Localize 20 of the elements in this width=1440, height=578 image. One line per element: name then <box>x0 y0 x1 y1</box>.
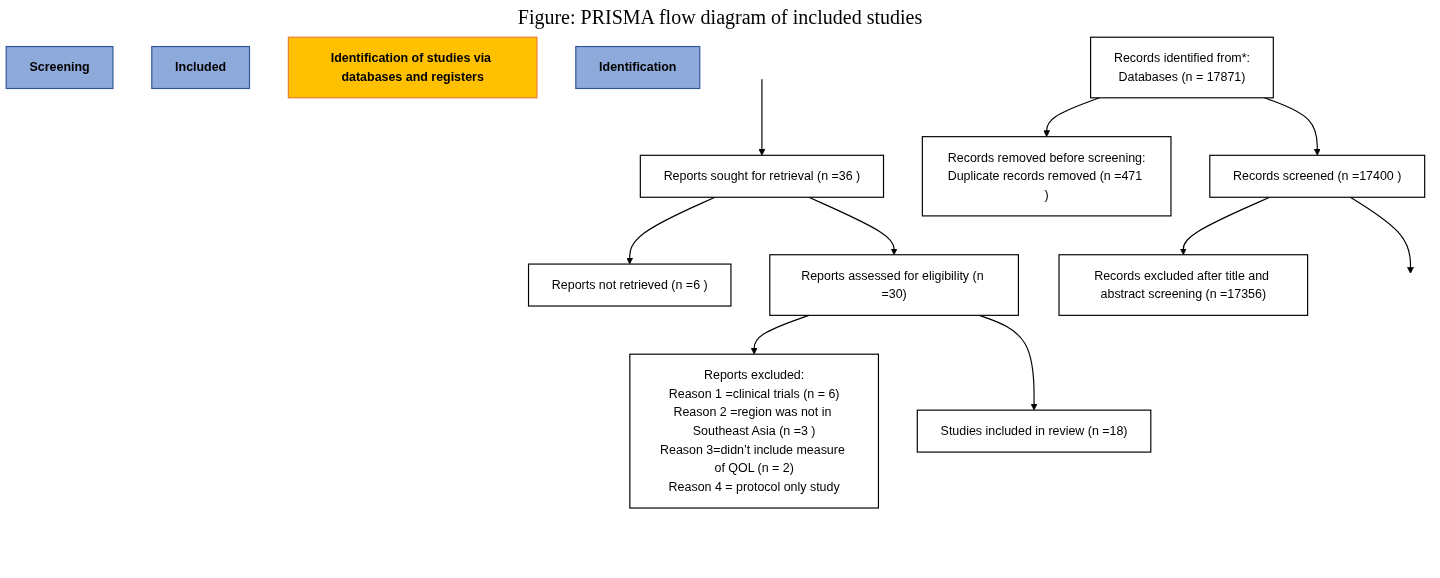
arrow <box>626 196 716 265</box>
node-box: Included <box>151 45 251 90</box>
arrow <box>1349 196 1414 274</box>
node-box: Screening <box>5 45 114 90</box>
node-box: Records excluded after title and abstract screening (n =17356) <box>1058 254 1309 316</box>
node-box: Records identified from*: Databases (n = 17871) <box>1090 36 1274 99</box>
figure-title: Figure: PRISMA flow diagram of included studies <box>516 5 924 31</box>
arrow <box>1263 97 1321 156</box>
node-box: Identification <box>575 45 701 90</box>
node-box: Reports assessed for eligibility (n =30) <box>769 254 1019 316</box>
arrow <box>808 196 898 256</box>
node-box: Records screened (n =17400 ) <box>1209 154 1426 198</box>
arrow <box>758 78 766 156</box>
node-box: Reports not retrieved (n =6 ) <box>527 263 732 307</box>
node-box: Records removed before screening: Duplicate records removed (n =471 ) <box>921 136 1172 217</box>
arrow <box>1043 97 1101 137</box>
node-box: Identification of studies via databases and registers <box>287 36 538 99</box>
node-box: Reports excluded: Reason 1 =clinical trials (n = 6) Reason 2 =region was not in Southeast Asia (n =3 ) Reason 3=didn’t include measure of QOL (n = 2) Reason 4 = protocol only study <box>629 353 880 509</box>
node-box: Reports sought for retrieval (n =36 ) <box>639 154 885 198</box>
node-box: Studies included in review (n =18) <box>916 409 1152 453</box>
